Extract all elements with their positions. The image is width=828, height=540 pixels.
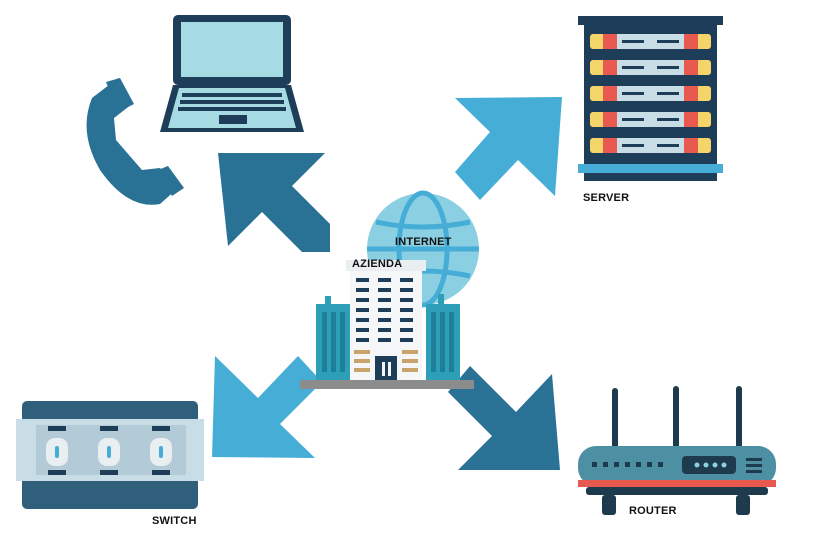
company-label: AZIENDA [352, 258, 403, 270]
arrow-down-left [212, 356, 322, 458]
server-rack-icon [578, 16, 723, 181]
internet-label: INTERNET [395, 236, 452, 248]
office-building-icon [300, 260, 474, 389]
telephone-icon [86, 78, 184, 205]
wifi-router-icon [578, 386, 776, 515]
server-units [590, 34, 711, 153]
laptop-icon [160, 15, 304, 132]
building-door [375, 356, 397, 384]
building-windows [354, 278, 418, 372]
switch-label: SWITCH [152, 515, 197, 527]
arrow-up-left [218, 153, 330, 252]
server-label: SERVER [583, 192, 630, 204]
router-leds [592, 462, 663, 467]
arrow-up-right [455, 97, 562, 200]
router-display [682, 456, 736, 474]
network-switch-icon [16, 401, 204, 509]
building-ground [300, 380, 474, 389]
switch-ports [46, 438, 172, 466]
arrow-down-right [448, 366, 560, 470]
router-label: ROUTER [629, 505, 677, 517]
